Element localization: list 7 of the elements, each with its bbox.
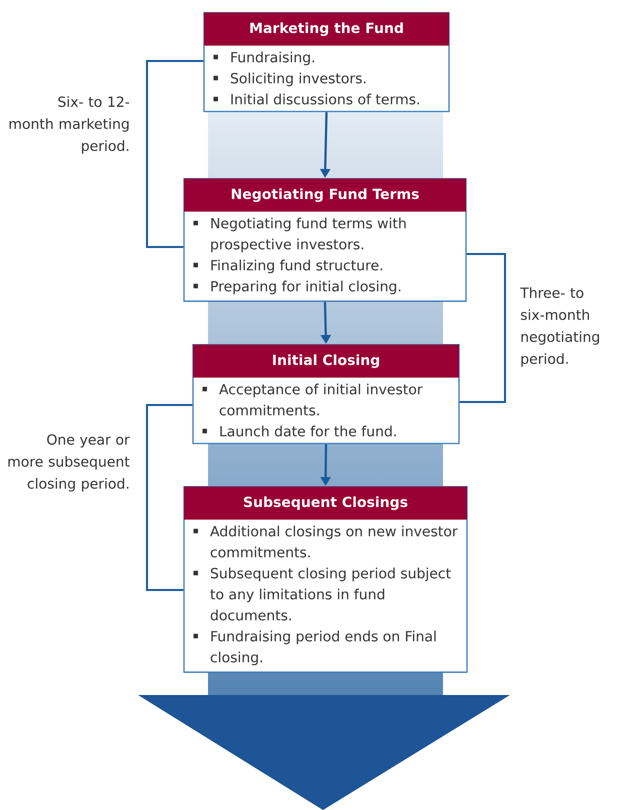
stage-box: Initial Closing Acceptance of initial investor commitments. Launch date for the fund.	[192, 344, 460, 444]
stage-box: Negotiating Fund Terms Negotiating fund terms with prospective investors. Finalizing fund structure. Preparing for initial closing.	[183, 178, 467, 302]
stage-box: Subsequent Closings Additional closings on new investor commitments. Subsequent closing period subject to any limitations in fund documents. Fundraising period ends on Final closing.	[183, 486, 468, 673]
period-label: Three- to six-month negotiating period.	[520, 287, 599, 367]
period-label: One year or more subsequent closing period.	[8, 434, 130, 492]
period-label: Six- to 12-month marketing period.	[10, 96, 130, 154]
stage-box: Marketing the Fund Fundraising. Soliciting investors. Initial discussions of terms.	[203, 12, 450, 112]
